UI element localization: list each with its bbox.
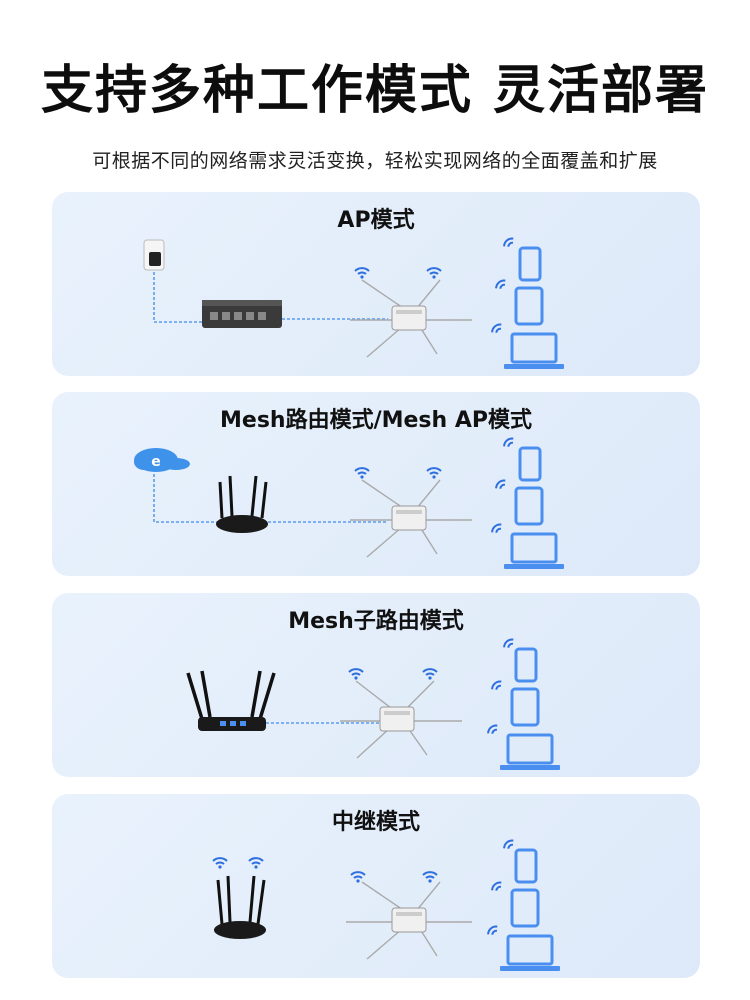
- ap-mode-diagram: [143, 237, 564, 369]
- outdoor-ap-icon: [350, 479, 472, 558]
- internet-cloud-icon: e: [134, 448, 190, 472]
- tablet-icon: [510, 687, 540, 727]
- tablet-icon: [510, 888, 540, 928]
- router-icon: [214, 875, 266, 939]
- wifi-icon: [503, 638, 514, 648]
- wifi-icon: [491, 881, 502, 891]
- wifi-icon: [487, 925, 498, 935]
- laptop-icon: [504, 532, 564, 569]
- outdoor-ap-icon: [346, 881, 472, 960]
- mesh-router-diagram: e: [134, 437, 564, 569]
- wifi-icon: [495, 279, 506, 289]
- wifi-icon: [491, 523, 502, 533]
- wifi-icon: [495, 479, 506, 489]
- ethernet-cable: [153, 474, 222, 523]
- phone-icon: [514, 848, 538, 884]
- wifi-icon: [422, 668, 438, 680]
- mode-card-repeater: 中继模式: [52, 794, 700, 978]
- phone-icon: [518, 246, 542, 282]
- poe-switch-icon: [202, 300, 282, 328]
- wifi-icon: [426, 467, 442, 479]
- wifi-icon: [503, 237, 514, 247]
- mode-card-mesh-sub-router: Mesh子路由模式: [52, 593, 700, 777]
- wifi-icon: [422, 871, 438, 883]
- mode-title: 中继模式: [331, 810, 420, 835]
- mode-title: AP模式: [337, 208, 415, 233]
- wifi-icon: [426, 267, 442, 279]
- client-devices: [487, 839, 560, 971]
- laptop-icon: [500, 733, 560, 770]
- repeater-diagram: [212, 839, 560, 971]
- page-subline: 可根据不同的网络需求灵活变换，轻松实现网络的全面覆盖和扩展: [92, 150, 658, 172]
- outdoor-ap-icon: [340, 680, 462, 759]
- wifi-icon: [348, 668, 364, 680]
- wifi-icon: [248, 857, 264, 869]
- client-devices: [487, 638, 560, 770]
- mode-card-mesh-router: Mesh路由模式/Mesh AP模式 e: [52, 392, 700, 576]
- phone-icon: [514, 647, 538, 683]
- wifi-icon: [491, 323, 502, 333]
- mode-title: Mesh子路由模式: [288, 609, 464, 634]
- router-icon: [186, 670, 276, 731]
- laptop-icon: [504, 332, 564, 369]
- wifi-icon: [354, 467, 370, 479]
- phone-icon: [518, 446, 542, 482]
- router-icon: [216, 475, 268, 533]
- ethernet-cable: [153, 272, 212, 323]
- wifi-icon: [354, 267, 370, 279]
- laptop-icon: [500, 934, 560, 971]
- svg-text:e: e: [151, 454, 161, 470]
- mode-card-ap: AP模式: [52, 192, 700, 376]
- mesh-sub-router-diagram: [186, 638, 560, 770]
- wifi-icon: [212, 857, 228, 869]
- wifi-icon: [503, 437, 514, 447]
- wifi-icon: [503, 839, 514, 849]
- page-headline: 支持多种工作模式 灵活部署: [40, 61, 710, 121]
- client-devices: [491, 437, 564, 569]
- tablet-icon: [514, 286, 544, 326]
- wifi-icon: [487, 724, 498, 734]
- wifi-icon: [491, 680, 502, 690]
- outdoor-ap-icon: [350, 279, 472, 358]
- mode-title: Mesh路由模式/Mesh AP模式: [220, 408, 532, 433]
- client-devices: [491, 237, 564, 369]
- camera-icon: [143, 239, 165, 271]
- tablet-icon: [514, 486, 544, 526]
- wifi-icon: [350, 871, 366, 883]
